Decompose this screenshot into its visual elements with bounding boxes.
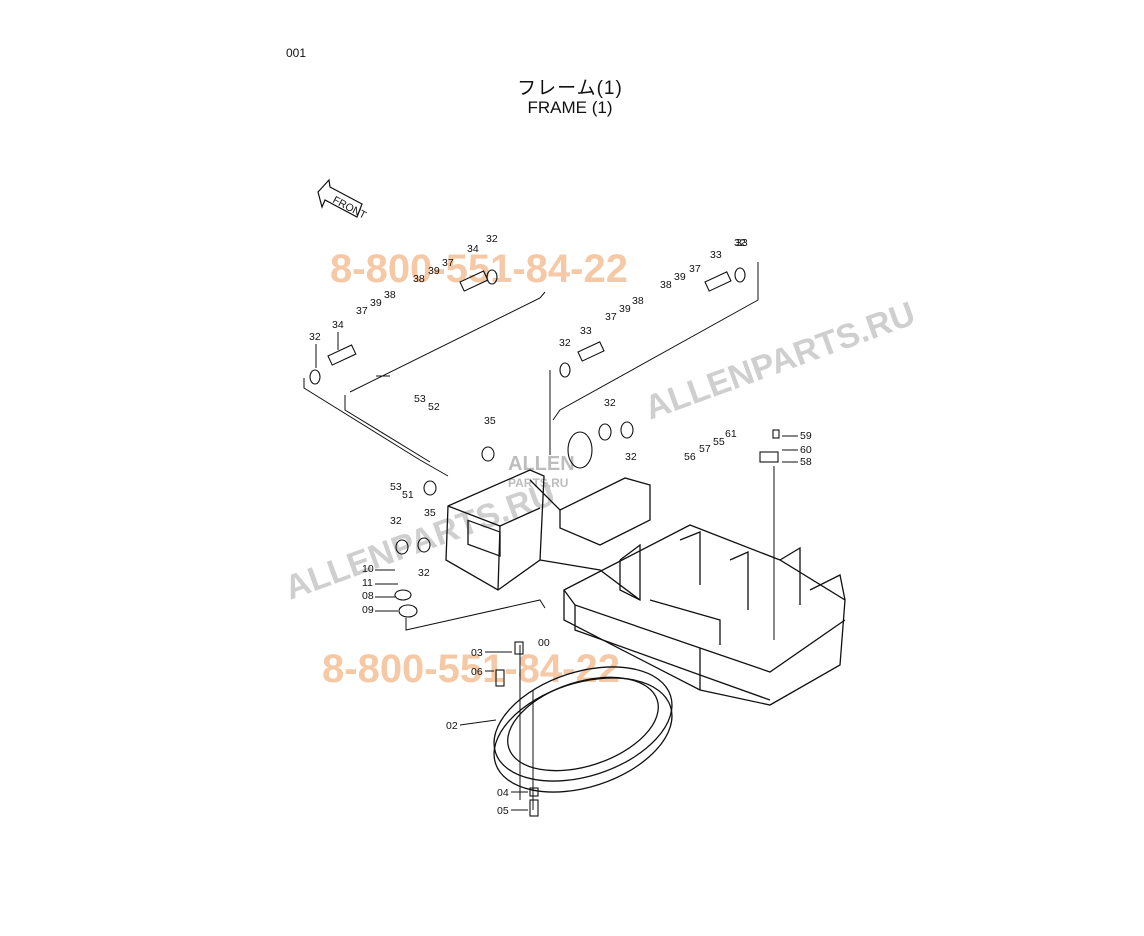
callout-label: 38 bbox=[384, 289, 396, 301]
front-arrow: FRONT bbox=[317, 178, 369, 222]
callout-label: 03 bbox=[471, 647, 483, 659]
part-05-bolt bbox=[529, 799, 539, 817]
watermark-layer: 8-800-551-84-22 8-800-551-84-22 ALLENPAR… bbox=[280, 247, 920, 691]
callout-label: 32 bbox=[734, 237, 746, 249]
part-32-washer-e bbox=[598, 423, 612, 441]
callout-label: 51 bbox=[402, 489, 414, 501]
callout-label: 32 bbox=[559, 337, 571, 349]
callout-label: 38 bbox=[413, 273, 425, 285]
callout-label: 32 bbox=[604, 397, 616, 409]
callout-label: 05 bbox=[497, 805, 509, 817]
swing-bearing-ring bbox=[493, 666, 673, 793]
callout-label: 09 bbox=[362, 604, 374, 616]
part-32-washer-f bbox=[620, 421, 634, 439]
callout-label: 37 bbox=[605, 311, 617, 323]
part-33-pin-b bbox=[704, 271, 732, 292]
callout-label: 35 bbox=[424, 507, 436, 519]
part-34-pin-b bbox=[459, 270, 489, 292]
part-04-washer bbox=[529, 787, 539, 797]
part-35-bushing-a bbox=[481, 446, 495, 462]
callout-label: 37 bbox=[356, 305, 368, 317]
callout-label: 00 bbox=[538, 637, 550, 649]
callout-label: 38 bbox=[632, 295, 644, 307]
callout-label: 55 bbox=[713, 436, 725, 448]
callout-leaders bbox=[315, 332, 798, 811]
part-32-washer-c bbox=[559, 362, 571, 378]
callout-label: 04 bbox=[497, 787, 509, 799]
callout-label: 57 bbox=[699, 443, 711, 455]
callout-label: 10 bbox=[362, 563, 374, 575]
part-08-cover bbox=[394, 589, 412, 601]
part-33-pin-a bbox=[577, 341, 605, 362]
boom-foot-boss bbox=[567, 431, 593, 469]
leader-lines bbox=[303, 262, 775, 810]
callout-label: 08 bbox=[362, 590, 374, 602]
callout-label: 39 bbox=[428, 265, 440, 277]
part-32-washer-d bbox=[734, 267, 746, 283]
callout-label: 58 bbox=[800, 456, 812, 468]
part-09-oring bbox=[398, 604, 418, 618]
part-03-bolt bbox=[514, 641, 524, 655]
page-title-japanese: フレーム(1) bbox=[517, 78, 623, 99]
callout-label: 06 bbox=[471, 666, 483, 678]
callout-label: 60 bbox=[800, 444, 812, 456]
callout-label: 39 bbox=[619, 303, 631, 315]
callout-label: 61 bbox=[725, 428, 737, 440]
small-parts bbox=[309, 267, 780, 817]
callout-label: 38 bbox=[660, 279, 672, 291]
part-32-washer-b bbox=[486, 269, 498, 285]
callout-label: 33 bbox=[736, 237, 748, 249]
part-59-bolt bbox=[772, 429, 780, 439]
callout-label: 53 bbox=[390, 481, 402, 493]
watermark-brand-sub: PARTS.RU bbox=[508, 476, 568, 490]
callout-label: 33 bbox=[710, 249, 722, 261]
part-34-pin-a bbox=[327, 344, 357, 366]
callout-label: 34 bbox=[467, 243, 479, 255]
part-32-washer-g bbox=[395, 539, 409, 555]
main-frame bbox=[445, 469, 846, 706]
callout-label: 37 bbox=[442, 257, 454, 269]
part-06-bolt bbox=[495, 669, 505, 687]
callout-label: 39 bbox=[674, 271, 686, 283]
callout-label: 56 bbox=[684, 451, 696, 463]
callout-label: 37 bbox=[689, 263, 701, 275]
part-32-washer-h bbox=[417, 537, 431, 553]
page-number: 001 bbox=[286, 46, 307, 60]
watermark-site-top: ALLENPARTS.RU bbox=[640, 294, 920, 427]
part-35-bushing-b bbox=[423, 480, 437, 496]
callout-label: 34 bbox=[332, 319, 344, 331]
part-32-washer-a bbox=[309, 369, 321, 385]
callout-label: 35 bbox=[484, 415, 496, 427]
callout-label: 32 bbox=[625, 451, 637, 463]
callout-label: 02 bbox=[446, 720, 458, 732]
callout-label: 53 bbox=[414, 393, 426, 405]
callout-label: 32 bbox=[309, 331, 321, 343]
part-callouts: 32 38 39 37 34 32 34 37 39 38 32 33 37 3… bbox=[309, 233, 812, 817]
callout-label: 39 bbox=[370, 297, 382, 309]
callout-label: 11 bbox=[362, 577, 373, 589]
front-arrow-label: FRONT bbox=[331, 194, 369, 222]
callout-label: 52 bbox=[428, 401, 440, 413]
callout-label: 32 bbox=[486, 233, 498, 245]
watermark-site-bottom: ALLENPARTS.RU bbox=[280, 474, 560, 607]
callout-label: 32 bbox=[390, 515, 402, 527]
part-58-bracket bbox=[759, 451, 779, 463]
callout-label: 59 bbox=[800, 430, 812, 442]
callout-label: 33 bbox=[580, 325, 592, 337]
watermark-brand: ALLEN bbox=[508, 453, 575, 475]
page-title-english: FRAME (1) bbox=[527, 98, 613, 117]
callout-label: 32 bbox=[418, 567, 430, 579]
